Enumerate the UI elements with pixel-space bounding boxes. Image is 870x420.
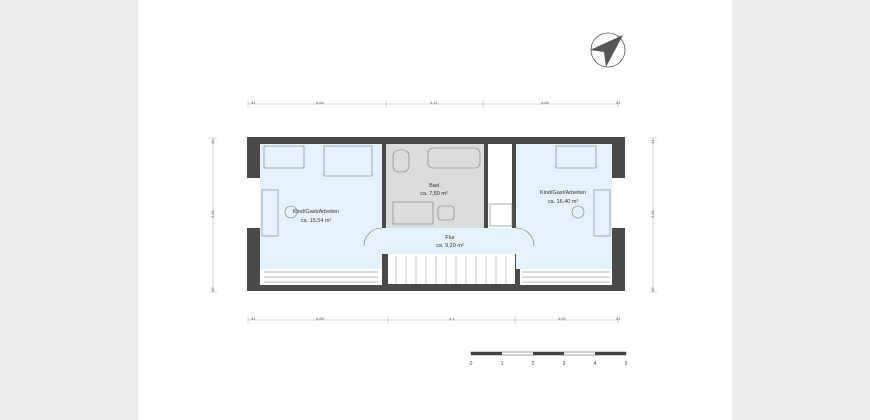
- sink: [437, 205, 455, 221]
- sofa-left: [263, 145, 305, 169]
- dimension-line-right: [649, 137, 657, 293]
- stair: [388, 254, 515, 284]
- dim-right-1: 4,61: [650, 209, 655, 218]
- window-right: [612, 178, 625, 228]
- dim-left-0: 40: [210, 139, 215, 144]
- dim-bottom-4: 41: [616, 316, 621, 321]
- furniture: [261, 145, 611, 283]
- room-name-bad: Bad: [429, 183, 439, 189]
- dim-top-2: 3,11: [430, 100, 438, 105]
- scale-label-0: 0: [470, 361, 473, 367]
- room-flur-fill: [368, 228, 528, 254]
- storage-hatch-left: [264, 271, 378, 283]
- closet-fill: [488, 144, 512, 228]
- dim-bottom-2: 4,1: [449, 316, 455, 321]
- dim-bottom-1: 4,65: [316, 316, 325, 321]
- chair-right: [571, 205, 585, 219]
- north-arrow-icon: N: [590, 32, 626, 68]
- dimension-line-bottom: [247, 316, 619, 324]
- dim-top-0: 41: [251, 100, 256, 105]
- room-area-bad: ca. 7,50 m²: [420, 191, 448, 197]
- room-name-flur: Flur: [445, 235, 455, 241]
- room-bad-fill: [386, 144, 484, 228]
- compass-label: N: [618, 34, 621, 39]
- dim-top-1: 4,64: [316, 100, 325, 105]
- room-area-flur: ca. 9,20 m²: [436, 243, 464, 249]
- dim-top-4: 41: [616, 100, 621, 105]
- floor-plan: N 41 4,64 3,11 4,68 41 41 4,65 4,1 3,62 …: [209, 32, 657, 367]
- scale-bar: [470, 351, 627, 356]
- dim-right-2: 40: [650, 287, 655, 292]
- dimension-line-top: [247, 100, 619, 108]
- door-swing-left: [363, 227, 383, 247]
- bed-left: [323, 145, 373, 177]
- room-area-left: ca. 15,54 m²: [301, 218, 332, 224]
- dim-left-2: 40: [210, 287, 215, 292]
- room-area-right: ca. 16,40 m²: [548, 199, 579, 205]
- dim-top-3: 4,68: [541, 100, 550, 105]
- sofa-right: [555, 145, 597, 169]
- plan-page: N 41 4,64 3,11 4,68 41 41 4,65 4,1 3,62 …: [138, 0, 732, 420]
- scale-label-1: 1: [501, 361, 504, 367]
- scale-label-4: 4: [594, 361, 597, 367]
- door-swing-right: [515, 227, 535, 247]
- dim-bottom-3: 3,62: [558, 316, 567, 321]
- floor-plan-body: [247, 137, 625, 291]
- dim-left-1: 4,61: [210, 209, 215, 218]
- storage-hatch-right: [522, 271, 610, 283]
- shower: [392, 201, 434, 225]
- dim-bottom-0: 41: [251, 316, 256, 321]
- room-left-fill: [260, 144, 382, 269]
- toilet: [392, 149, 410, 173]
- room-name-left: Kind/Gast/Arbeiten: [293, 209, 339, 215]
- bathtub: [427, 147, 481, 169]
- room-name-right: Kind/Gast/Arbeiten: [540, 190, 586, 196]
- window-left: [247, 178, 260, 228]
- chair-left: [284, 205, 298, 219]
- room-right-fill: [516, 144, 612, 269]
- dimension-line-left: [209, 137, 217, 293]
- desk-left: [261, 189, 279, 237]
- scale-label-5: 5: [625, 361, 628, 367]
- shower-right: [489, 203, 513, 227]
- scale-label-2: 2: [532, 361, 535, 367]
- stair-treads: [395, 256, 507, 284]
- dim-right-0: 41: [650, 139, 655, 144]
- scale-label-3: 3: [563, 361, 566, 367]
- desk-right: [593, 189, 611, 237]
